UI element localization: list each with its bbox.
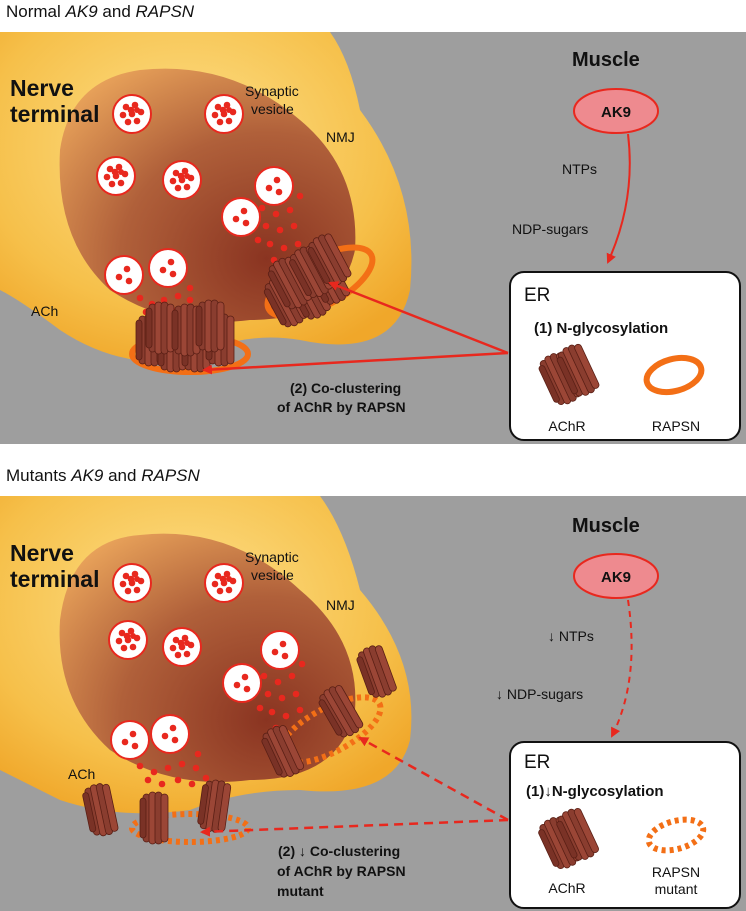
ntps-label: ↓ NTPs bbox=[548, 628, 594, 644]
nerve-terminal-label: Nerve bbox=[10, 540, 74, 566]
synaptic-vesicle-label: Synaptic bbox=[245, 549, 299, 565]
nerve-terminal-label: Nerve bbox=[10, 75, 74, 101]
achr-label: AChR bbox=[548, 418, 585, 434]
synaptic-vesicle bbox=[110, 720, 150, 760]
rapsn-mutant-label: RAPSN bbox=[652, 864, 700, 880]
ach-label: ACh bbox=[31, 303, 58, 319]
nmj-label: NMJ bbox=[326, 597, 355, 613]
ak9-label: AK9 bbox=[601, 569, 631, 586]
coclustering-label: of AChR by RAPSN bbox=[277, 863, 406, 879]
achr-label: AChR bbox=[548, 880, 585, 896]
synaptic-vesicle bbox=[96, 156, 136, 196]
synaptic-vesicle-label: Synaptic bbox=[245, 83, 299, 99]
synaptic-vesicle bbox=[204, 94, 244, 134]
ak9-to-er-arrow bbox=[611, 599, 633, 738]
synaptic-vesicle bbox=[222, 663, 262, 703]
ntps-label: NTPs bbox=[562, 161, 597, 177]
synaptic-vesicle bbox=[108, 620, 148, 660]
ak9-to-er-arrow bbox=[606, 133, 631, 264]
ak9-node bbox=[573, 88, 659, 134]
synaptic-vesicle bbox=[162, 627, 202, 667]
synaptic-vesicle bbox=[104, 255, 144, 295]
coclustering-arrow bbox=[202, 351, 509, 375]
synaptic-vesicle bbox=[148, 248, 188, 288]
coclustering-label: (2) ↓ Co-clustering bbox=[278, 843, 400, 859]
ach-dots bbox=[136, 660, 306, 788]
synaptic-vesicle bbox=[260, 630, 300, 670]
muscle-label: Muscle bbox=[572, 49, 640, 71]
synaptic-vesicle bbox=[162, 160, 202, 200]
ak9-label: AK9 bbox=[601, 104, 631, 121]
bottom-panel: Nerve terminal Synaptic vesicle NMJ ACh … bbox=[0, 496, 746, 911]
muscle-label: Muscle bbox=[572, 515, 640, 537]
coclustering-arrow bbox=[328, 281, 509, 355]
nmj-label: NMJ bbox=[326, 129, 355, 145]
er-label: ER bbox=[524, 752, 550, 773]
ndp-sugars-label: ↓ NDP-sugars bbox=[496, 686, 583, 702]
rapsn-mutant-icon bbox=[645, 816, 707, 854]
ak9-node bbox=[573, 553, 659, 599]
coclustering-label: (2) Co-clustering bbox=[290, 380, 401, 396]
coclustering-arrow bbox=[200, 818, 509, 837]
synaptic-vesicle bbox=[112, 563, 152, 603]
synaptic-vesicle-label: vesicle bbox=[251, 567, 294, 583]
er-label: ER bbox=[524, 285, 550, 306]
nerve-terminal-label: terminal bbox=[10, 566, 99, 592]
top-panel: Nerve terminal Synaptic vesicle NMJ ACh … bbox=[0, 32, 746, 444]
ach-label: ACh bbox=[68, 766, 95, 782]
synaptic-vesicle bbox=[221, 197, 261, 237]
synaptic-vesicle bbox=[204, 563, 244, 603]
synaptic-vesicle bbox=[150, 714, 190, 754]
rapsn-label: RAPSN bbox=[652, 418, 700, 434]
synaptic-vesicle bbox=[254, 166, 294, 206]
coclustering-label: mutant bbox=[277, 883, 324, 899]
ndp-sugars-label: NDP-sugars bbox=[512, 221, 588, 237]
synaptic-vesicle bbox=[112, 94, 152, 134]
achr-cluster bbox=[135, 299, 235, 373]
nerve-terminal-label: terminal bbox=[10, 101, 99, 127]
rapsn-mutant-ring bbox=[129, 811, 251, 845]
coclustering-arrow bbox=[358, 736, 509, 822]
n-glycosylation-label: (1) N-glycosylation bbox=[534, 320, 668, 337]
coclustering-label: of AChR by RAPSN bbox=[277, 399, 406, 415]
n-glycosylation-label: (1)↓N-glycosylation bbox=[526, 783, 664, 800]
rapsn-mutant-label: mutant bbox=[655, 881, 698, 897]
top-panel-title: Normal AK9 and RAPSN bbox=[6, 2, 195, 21]
bottom-panel-title: Mutants AK9 and RAPSN bbox=[6, 466, 200, 485]
rapsn-icon bbox=[643, 354, 705, 396]
synaptic-vesicle-label: vesicle bbox=[251, 101, 294, 117]
